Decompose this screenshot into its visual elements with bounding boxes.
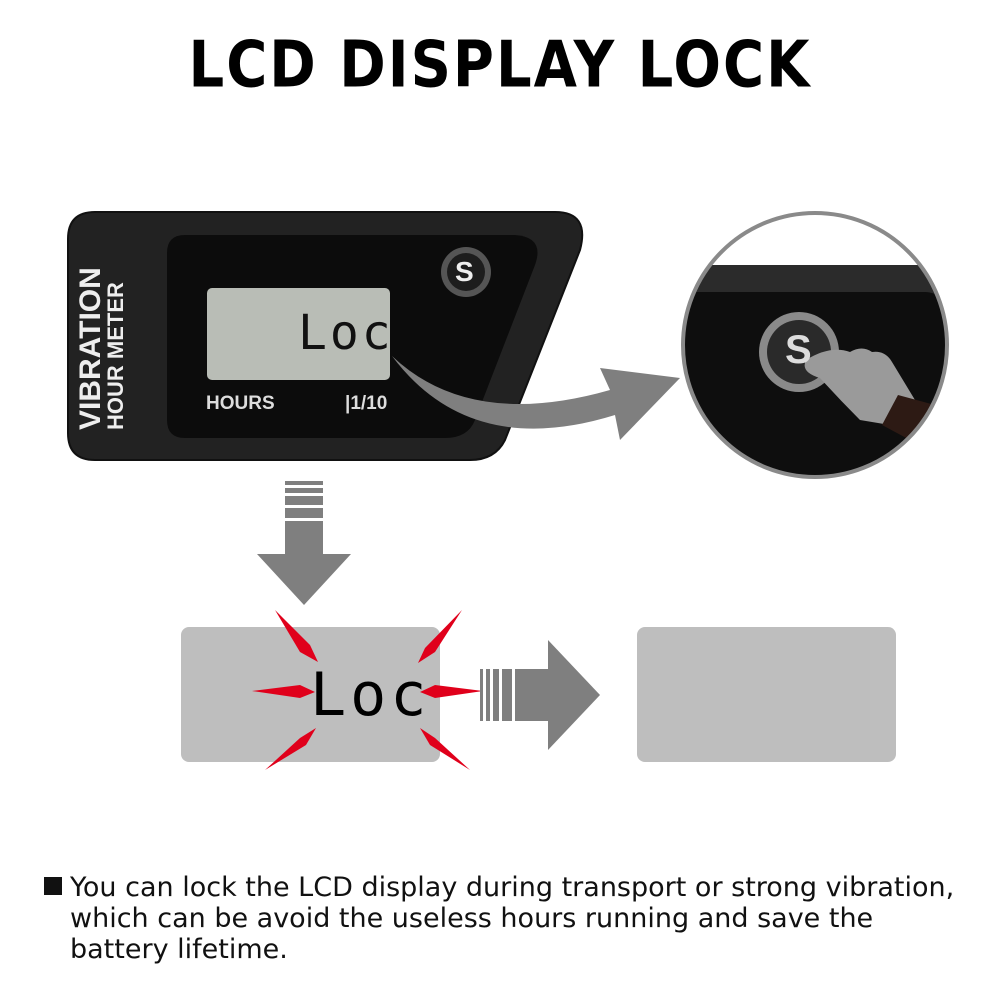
blinking-lcd-panel	[181, 627, 440, 762]
zoom-circle	[681, 211, 949, 479]
description-line2: which can be avoid the useless hours run…	[70, 903, 874, 934]
unit-label: |1/10	[345, 393, 388, 414]
page-title: LCD DISPLAY LOCK	[188, 28, 812, 103]
description-line3: battery lifetime.	[70, 934, 288, 965]
blinking-lcd-text: Loc	[310, 660, 431, 730]
description-line1: You can lock the LCD display during tran…	[70, 872, 955, 903]
description: You can lock the LCD display during tran…	[44, 872, 984, 965]
blank-lcd-panel	[637, 627, 896, 762]
bullet-square-icon	[44, 877, 62, 895]
blink-burst-icon	[252, 610, 483, 770]
brand-text: VIBRATION HOUR METER	[74, 220, 128, 430]
hours-label: HOURS	[206, 393, 275, 414]
brand-line1: VIBRATION	[74, 267, 107, 430]
brand-line2: HOUR METER	[103, 282, 128, 430]
lcd-screen	[207, 288, 390, 380]
lcd-text: Loc	[298, 305, 394, 361]
s-button-label: S	[455, 256, 474, 287]
down-arrow	[257, 481, 351, 605]
zoom-s-button-label: S	[785, 328, 812, 372]
curved-arrow	[392, 356, 680, 440]
right-arrow	[480, 640, 600, 750]
